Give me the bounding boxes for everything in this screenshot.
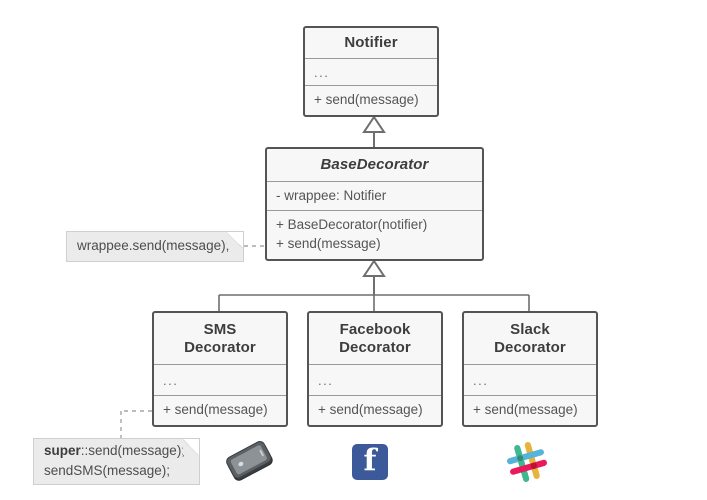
note-fold-corner [227, 231, 244, 248]
operation-send: + send(message) [276, 235, 381, 251]
class-box-facebook-decorator[interactable]: Facebook Decorator ... + send(message) [307, 311, 443, 427]
generalization-tree-to-basedecorator [218, 259, 530, 311]
class-name-sms-decorator: SMS Decorator [154, 313, 286, 366]
class-name-notifier: Notifier [305, 28, 437, 59]
operation-constructor: + BaseDecorator(notifier) [276, 217, 428, 233]
operation-send: + send(message) [163, 401, 268, 417]
slack-icon-slot [503, 438, 551, 486]
class-attributes-base-decorator: - wrappee: Notifier [267, 182, 482, 211]
class-attributes-sms-decorator: ... [154, 365, 286, 396]
class-attributes-slack-decorator: ... [464, 365, 596, 396]
operation-send: + send(message) [473, 401, 578, 417]
note-line-1-rest: ::send(message); [80, 443, 186, 459]
class-operations-notifier: + send(message) [305, 86, 437, 115]
class-name-line2: Decorator [494, 338, 566, 356]
note-sms-decorator[interactable]: super::send(message); sendSMS(message); [33, 438, 200, 485]
class-box-notifier[interactable]: Notifier ... + send(message) [303, 26, 439, 117]
class-operations-sms-decorator: + send(message) [154, 396, 286, 425]
class-operations-base-decorator: + BaseDecorator(notifier) + send(message… [267, 211, 482, 259]
note-link-smsdecorator [120, 410, 152, 440]
note-keyword-super: super [44, 443, 81, 459]
class-name-line1: Slack [510, 320, 550, 338]
class-box-sms-decorator[interactable]: SMS Decorator ... + send(message) [152, 311, 288, 427]
note-fold-corner [183, 438, 200, 455]
class-name-base-decorator: BaseDecorator [267, 149, 482, 182]
note-line-1: wrappee.send(message); [77, 238, 230, 254]
class-name-line2: Decorator [339, 338, 411, 356]
facebook-icon [352, 444, 388, 480]
facebook-icon-slot [348, 438, 392, 486]
smartphone-icon [226, 441, 273, 481]
class-name-line2: Decorator [184, 338, 256, 356]
class-operations-facebook-decorator: + send(message) [309, 396, 441, 425]
class-name-facebook-decorator: Facebook Decorator [309, 313, 441, 366]
class-name-slack-decorator: Slack Decorator [464, 313, 596, 366]
note-line-1: super::send(message); [44, 441, 189, 461]
class-operations-slack-decorator: + send(message) [464, 396, 596, 425]
slack-icon [507, 442, 547, 482]
class-name-line1: Facebook [339, 320, 411, 338]
class-box-base-decorator[interactable]: BaseDecorator - wrappee: Notifier + Base… [265, 147, 484, 261]
smartphone-icon-slot [222, 438, 278, 486]
class-attributes-notifier: ... [305, 59, 437, 87]
note-line-2: sendSMS(message); [44, 463, 171, 478]
class-name-line1: SMS [203, 320, 237, 338]
note-base-decorator[interactable]: wrappee.send(message); [66, 231, 244, 262]
generalization-basedecorator-to-notifier [362, 115, 386, 147]
class-attributes-facebook-decorator: ... [309, 365, 441, 396]
operation-send: + send(message) [314, 92, 419, 108]
class-box-slack-decorator[interactable]: Slack Decorator ... + send(message) [462, 311, 598, 427]
operation-send: + send(message) [318, 401, 423, 417]
